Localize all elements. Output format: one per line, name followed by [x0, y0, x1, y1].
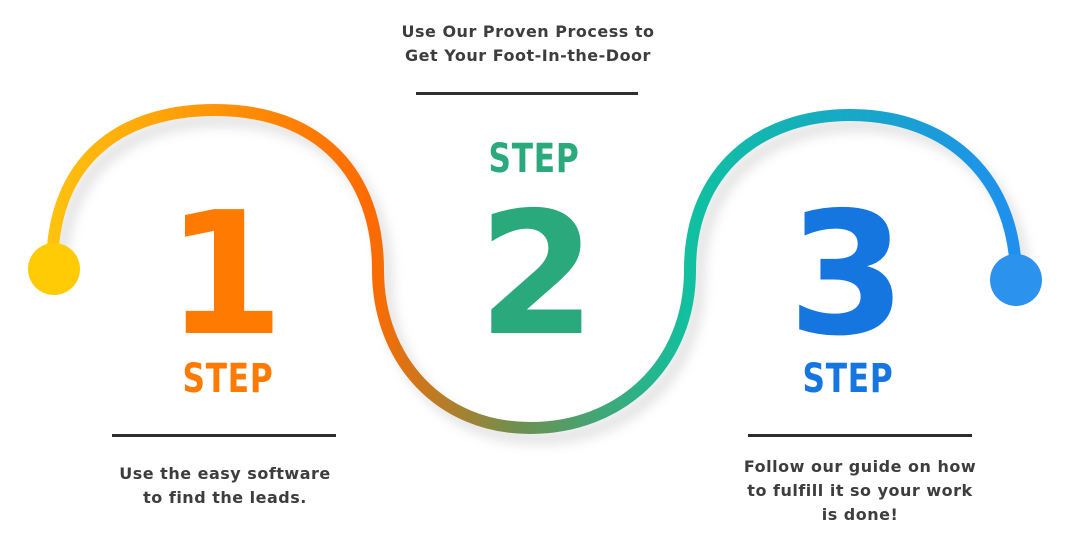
step-1-desc-line-2: to find the leads. — [143, 488, 307, 507]
step-1-description: Use the easy software to find the leads. — [80, 462, 370, 510]
step-3-description: Follow our guide on how to fulfill it so… — [700, 455, 1020, 527]
intro-divider — [416, 92, 638, 95]
intro-line-1: Use Our Proven Process to — [401, 22, 655, 41]
wave-shadow — [54, 113, 1030, 445]
step-1-divider — [112, 434, 336, 437]
end-dot — [990, 254, 1042, 306]
start-dot — [28, 243, 80, 295]
step-3-desc-line-2: to fulfill it so your work — [747, 481, 973, 500]
intro-line-2: Get Your Foot-In-the-Door — [405, 46, 651, 65]
step-2-label: STEP — [488, 136, 580, 182]
step-2-number: 2 — [477, 176, 597, 374]
step-3-desc-line-1: Follow our guide on how — [743, 457, 977, 476]
step-3-divider — [748, 434, 972, 437]
step-3-number: 3 — [787, 176, 907, 374]
step-1-desc-line-1: Use the easy software — [119, 464, 331, 483]
step-1-number: 1 — [165, 176, 285, 374]
step-3-desc-line-3: is done! — [821, 505, 899, 524]
intro-caption: Use Our Proven Process to Get Your Foot-… — [340, 20, 716, 68]
step-3-label: STEP — [802, 356, 894, 402]
wave-line — [46, 103, 1022, 435]
step-1-label: STEP — [182, 356, 274, 402]
